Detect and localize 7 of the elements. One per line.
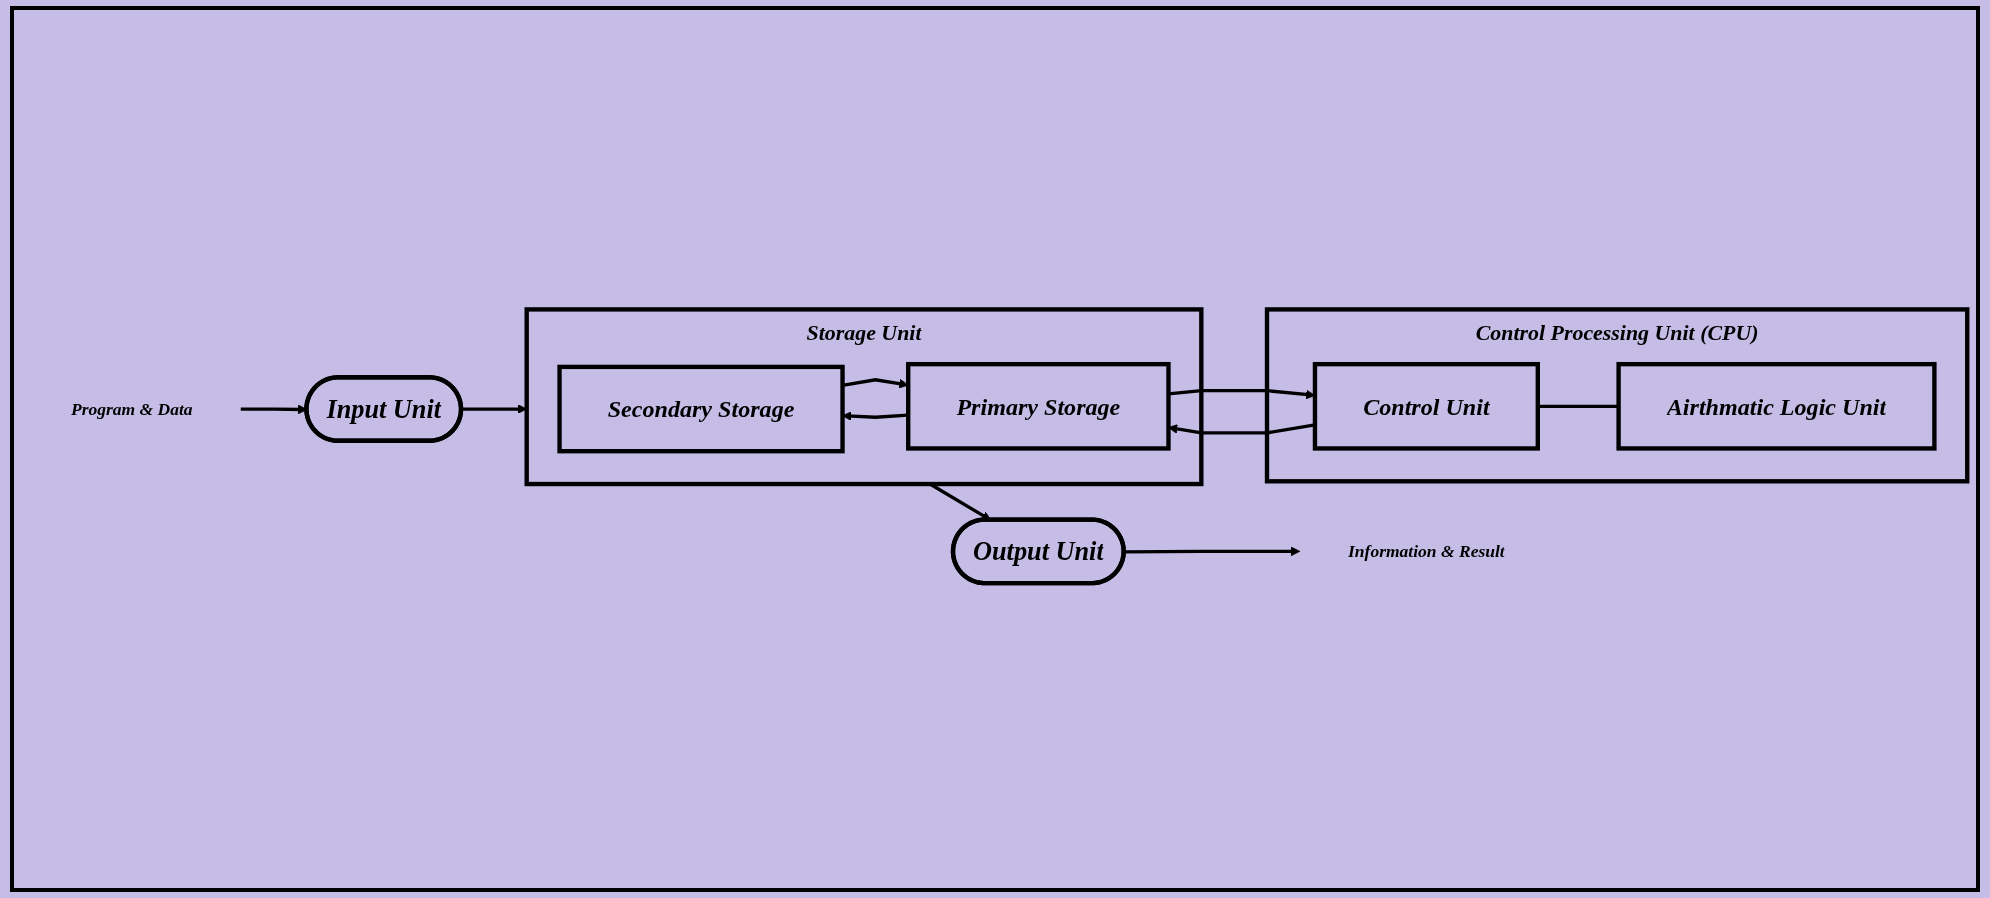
- node-box: Primary Storage: [906, 361, 1171, 451]
- node-box: Secondary Storage: [557, 364, 845, 454]
- arrow: [461, 404, 528, 414]
- node-box: Control Unit: [1312, 361, 1540, 451]
- arrow: [1124, 546, 1301, 557]
- node-text: Program & Data: [70, 399, 193, 418]
- node-text: Information & Result: [1348, 541, 1505, 561]
